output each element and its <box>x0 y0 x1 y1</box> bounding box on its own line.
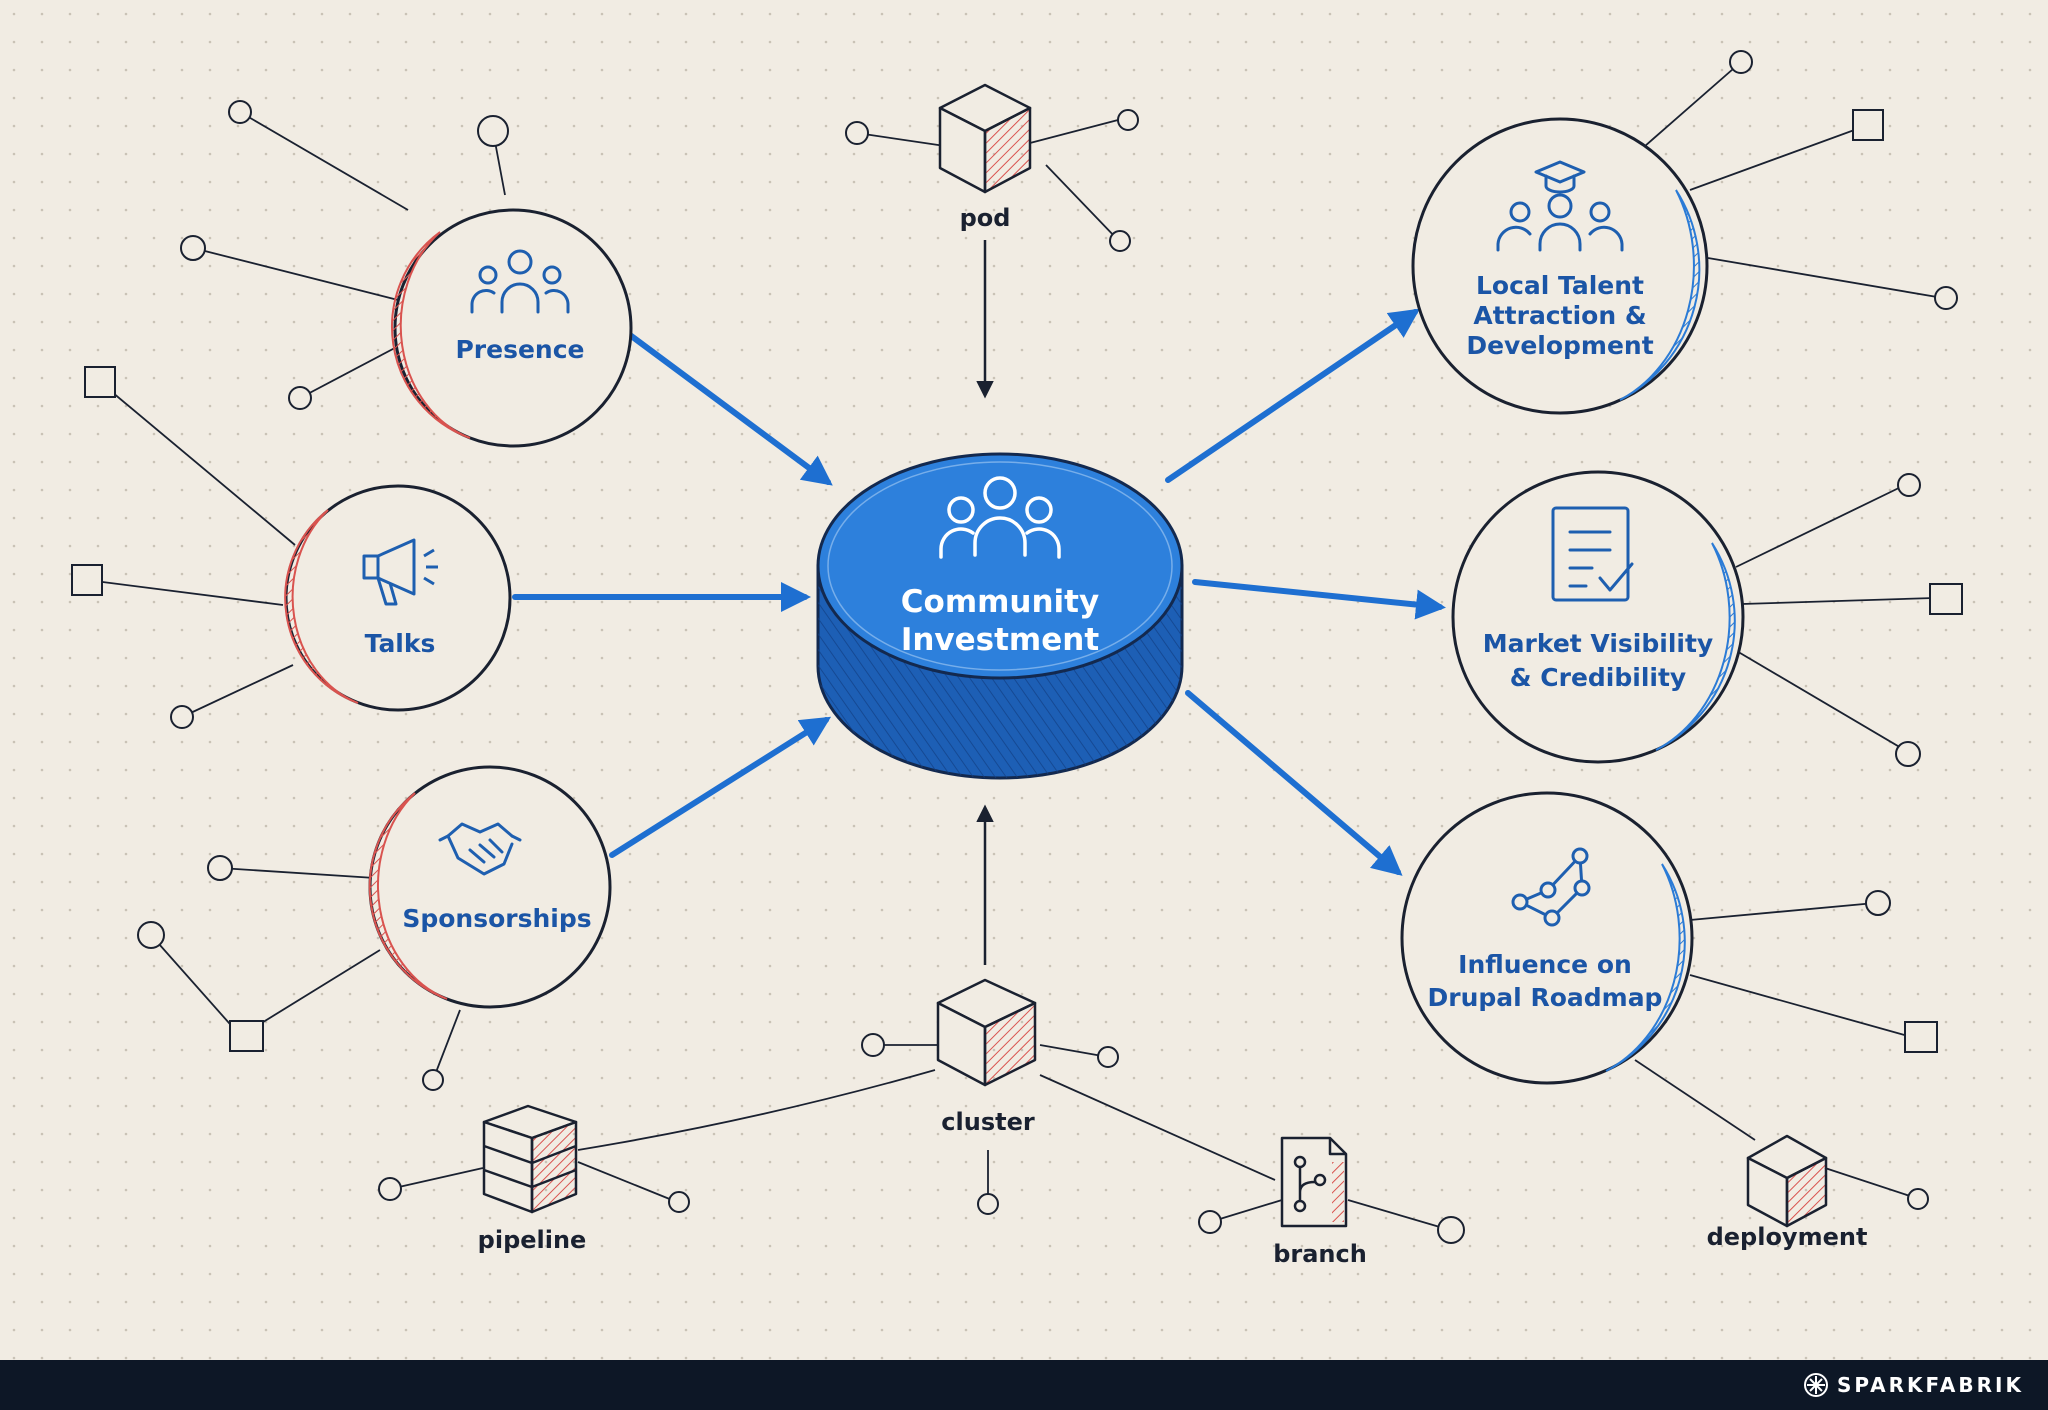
graduation-team-icon <box>1496 160 1624 252</box>
arrow-center-to-influence <box>1185 690 1403 876</box>
presence-label: Presence <box>455 335 584 364</box>
deployment-node: deployment <box>1707 1134 1868 1251</box>
talent-label-line1: Local Talent <box>1476 271 1644 300</box>
pod-node: pod <box>938 83 1032 232</box>
cube-icon <box>938 83 1032 194</box>
spark-logo-icon <box>1803 1373 1828 1397</box>
input-node-presence: Presence <box>391 208 633 448</box>
center-title-line2: Investment <box>901 622 1100 658</box>
people-icon <box>470 249 570 314</box>
handshake-icon <box>438 822 522 876</box>
cube-icon <box>936 978 1037 1087</box>
sponsorships-label: Sponsorships <box>402 904 591 933</box>
output-node-visibility: Market Visibility & Credibility <box>1451 470 1745 764</box>
cluster-node: cluster <box>936 978 1037 1136</box>
output-node-talent: Local Talent Attraction & Development <box>1411 117 1709 415</box>
branch-label: branch <box>1273 1240 1367 1268</box>
visibility-label-line2: & Credibility <box>1510 663 1686 692</box>
branch-node: branch <box>1273 1136 1367 1268</box>
talent-label-line2: Attraction & <box>1473 301 1646 330</box>
connector-lines <box>86 61 1944 1231</box>
git-branch-file-icon <box>1280 1136 1348 1228</box>
input-node-sponsorships: Sponsorships <box>368 765 612 1009</box>
footer-bar: SPARKFABRIK <box>0 1360 2048 1410</box>
talent-label-line3: Development <box>1466 331 1653 360</box>
arrow-center-to-talent <box>1165 308 1420 483</box>
talks-label: Talks <box>365 629 436 658</box>
arrow-sponsorships-to-center <box>609 716 832 858</box>
connector-endpoints <box>71 50 1963 1244</box>
brand-logo: SPARKFABRIK <box>1803 1372 2024 1398</box>
cube-icon <box>1746 1134 1828 1228</box>
brand-name: SPARKFABRIK <box>1836 1373 2024 1397</box>
pipeline-node: pipeline <box>478 1104 587 1254</box>
arrow-center-to-visibility <box>1192 579 1446 620</box>
input-node-talks: Talks <box>284 484 512 712</box>
megaphone-icon <box>362 538 438 606</box>
cluster-label: cluster <box>941 1108 1035 1136</box>
center-node: Community Investment <box>816 452 1184 780</box>
visibility-label-line1: Market Visibility <box>1483 629 1713 658</box>
pod-label: pod <box>960 204 1011 232</box>
network-graph-icon <box>1511 847 1591 927</box>
arrow-presence-to-center <box>627 332 833 486</box>
pipeline-label: pipeline <box>478 1226 587 1254</box>
output-node-influence: Influence on Drupal Roadmap <box>1400 791 1694 1085</box>
deployment-label: deployment <box>1707 1223 1868 1251</box>
center-title-line1: Community <box>901 584 1099 620</box>
people-group-icon <box>939 476 1061 559</box>
stacked-servers-icon <box>482 1104 578 1214</box>
flow-arrows <box>512 308 1446 876</box>
influence-label-line2: Drupal Roadmap <box>1428 983 1663 1012</box>
checklist-document-icon <box>1551 506 1634 602</box>
influence-label-line1: Influence on <box>1458 950 1632 979</box>
